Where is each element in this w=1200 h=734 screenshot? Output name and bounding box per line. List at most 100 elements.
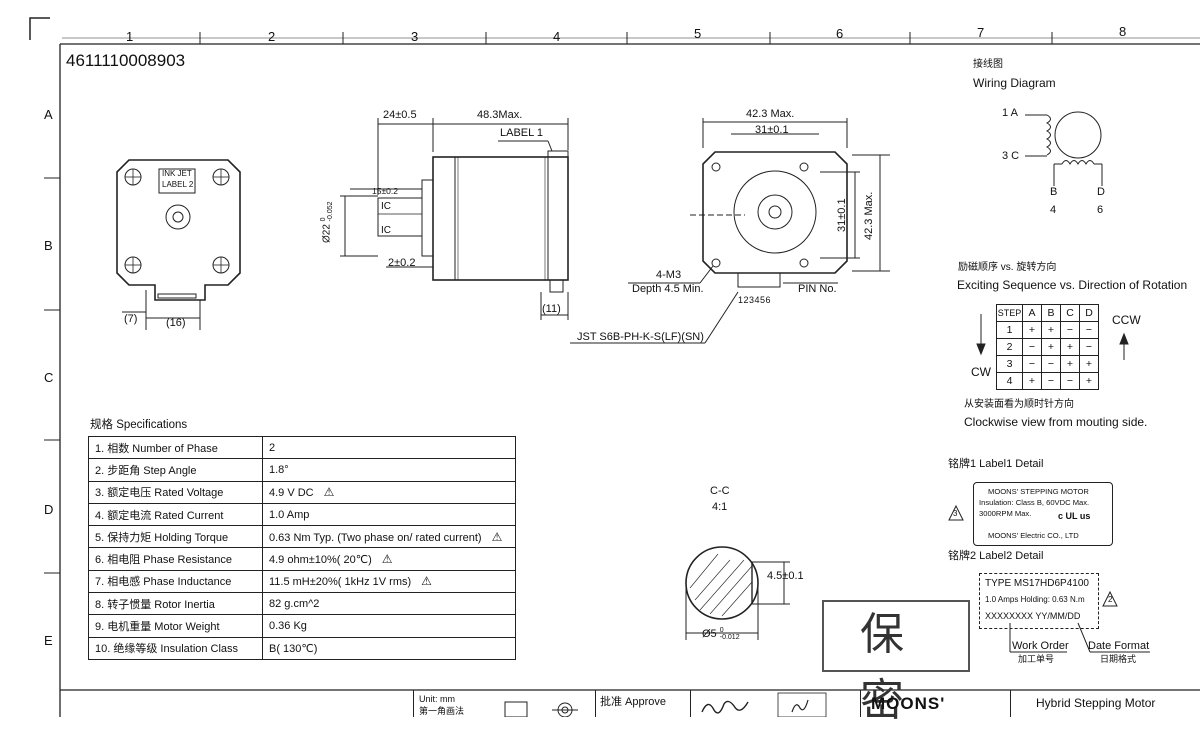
table-cell: 2 <box>996 338 1023 356</box>
row-letter: B <box>44 238 53 253</box>
spec-key: 1. 相数 Number of Phase <box>88 435 263 460</box>
label1-line: MOONS' Electric CO., LTD <box>988 531 1079 540</box>
spec-key: 5. 保持力矩 Holding Torque <box>88 525 263 549</box>
section-title: C-C <box>710 485 730 497</box>
title-block-cell: 批准 Approve <box>595 690 691 717</box>
table-cell: − <box>1041 355 1061 373</box>
cw-label: CW <box>971 365 991 379</box>
title-block-cell: Unit: mm 第一角画法 <box>413 690 494 717</box>
table-header: C <box>1060 304 1080 322</box>
row-letter: E <box>44 633 53 648</box>
spec-key: 9. 电机重量 Motor Weight <box>88 614 263 638</box>
title-block-cell <box>690 690 831 717</box>
title-block-cell: Hybrid Stepping Motor <box>1010 690 1200 717</box>
ink-jet-label: INK JET <box>162 169 192 178</box>
label1-line: MOONS' STEPPING MOTOR <box>988 487 1089 496</box>
ic-label-bottom: IC <box>381 225 391 236</box>
column-number: 5 <box>694 26 702 41</box>
spec-key: 3. 额定电压 Rated Voltage <box>88 480 263 504</box>
spec-value: 2 <box>262 435 516 460</box>
row-letter: A <box>44 107 53 122</box>
warning-icon: ⚠ <box>381 552 393 567</box>
thread-callout: 4-M3 <box>656 269 682 281</box>
warning-icon: ⚠ <box>421 574 432 589</box>
sequence-table: STEP A B C D 1 + + − − 2 − + + − 3 − − +… <box>996 304 1099 390</box>
label1-line: 3000RPM Max. <box>979 509 1032 518</box>
sequence-title-cn: 励磁顺序 vs. 旋转方向 <box>958 262 1057 273</box>
dimension-31-side: 31±0.1 <box>836 198 848 232</box>
spec-value: 1.8° <box>262 458 516 482</box>
table-header: A <box>1022 304 1042 322</box>
table-cell: − <box>1079 321 1099 339</box>
ul-mark-icon: c UL us <box>1058 511 1091 521</box>
spec-value: 0.63 Nm Typ. (Two phase on/ rated curren… <box>262 525 516 549</box>
table-cell: + <box>1079 355 1099 373</box>
dimension-11: (11) <box>542 303 561 315</box>
drawing-linework <box>29 17 1200 717</box>
column-number: 2 <box>268 29 276 44</box>
label2-plate: TYPE MS17HD6P4100 1.0 Amps Holding: 0.63… <box>979 573 1099 629</box>
table-cell: − <box>1079 338 1099 356</box>
spec-value: 4.9 V DC⚠ <box>262 480 516 504</box>
spec-value: 0.36 Kg <box>262 614 516 638</box>
dimension-7: (7) <box>124 313 138 325</box>
wire-4-label: 4 <box>1050 204 1057 216</box>
column-number: 4 <box>553 29 561 44</box>
shaft-diameter: Ø22 0 -0.052 <box>320 201 334 243</box>
wire-1a-label: 1 A <box>1002 107 1018 119</box>
table-cell: − <box>1022 355 1042 373</box>
date-format-cn: 日期格式 <box>1100 654 1137 664</box>
wiring-title: Wiring Diagram <box>973 76 1056 90</box>
flat-dimension: 4.5±0.1 <box>767 570 804 582</box>
spec-key: 7. 相电感 Phase Inductance <box>88 569 263 594</box>
dimension-2: 2±0.2 <box>388 257 416 269</box>
spec-key: 6. 相电阻 Phase Resistance <box>88 547 263 571</box>
table-header: B <box>1041 304 1061 322</box>
projection-label: 第一角画法 <box>419 706 465 716</box>
dimension-31-top: 31±0.1 <box>755 124 789 136</box>
work-order-label: Work Order <box>1012 640 1069 652</box>
section-scale: 4:1 <box>712 501 728 513</box>
date-format-label: Date Format <box>1088 640 1150 652</box>
depth-callout: Depth 4.5 Min. <box>632 283 704 295</box>
title-block-cell: MOONS' <box>860 690 1011 717</box>
product-name: Hybrid Stepping Motor <box>1036 696 1156 710</box>
spec-value: 82 g.cm^2 <box>262 592 516 616</box>
column-number: 6 <box>836 26 844 41</box>
wire-b-label: B <box>1050 186 1058 198</box>
table-row: 2 − + + − <box>996 338 1099 356</box>
table-cell: + <box>1022 321 1042 339</box>
rotation-note-cn: 从安装面看为顺时针方向 <box>964 399 1074 410</box>
column-number: 8 <box>1119 24 1127 39</box>
table-cell: + <box>1060 355 1080 373</box>
wire-3c-label: 3 C <box>1002 150 1020 162</box>
label1-line: Insulation: Class B, 60VDC Max. <box>979 498 1090 507</box>
dimension-42-side: 42.3 Max. <box>863 191 875 240</box>
table-header: D <box>1079 304 1099 322</box>
column-number: 3 <box>411 29 419 44</box>
label1-plate: MOONS' STEPPING MOTOR Insulation: Class … <box>973 482 1113 546</box>
dimension-42-top: 42.3 Max. <box>746 108 795 120</box>
row-letter: C <box>44 370 54 385</box>
table-cell: + <box>1022 372 1042 390</box>
table-cell: + <box>1041 321 1061 339</box>
drawing-number: 4611110008903 <box>66 51 186 70</box>
label2-detail-title: 铭牌2 Label2 Detail <box>948 550 1044 562</box>
warning-icon: ⚠ <box>491 529 503 544</box>
table-row: STEP A B C D <box>996 304 1099 322</box>
rotation-note: Clockwise view from mouting side. <box>964 415 1148 429</box>
dimension-48: 48.3Max. <box>477 109 523 121</box>
label2-text: LABEL 2 <box>162 180 194 189</box>
table-cell: + <box>1079 372 1099 390</box>
drawing-sheet: 4611110008903 1 2 3 4 5 6 7 8 A B C D E … <box>29 17 1200 726</box>
connector-part-number: JST S6B-PH-K-S(LF)(SN) <box>577 331 704 343</box>
ic-label-top: IC <box>381 201 391 212</box>
column-number: 7 <box>977 25 985 40</box>
table-cell: 4 <box>996 372 1023 390</box>
